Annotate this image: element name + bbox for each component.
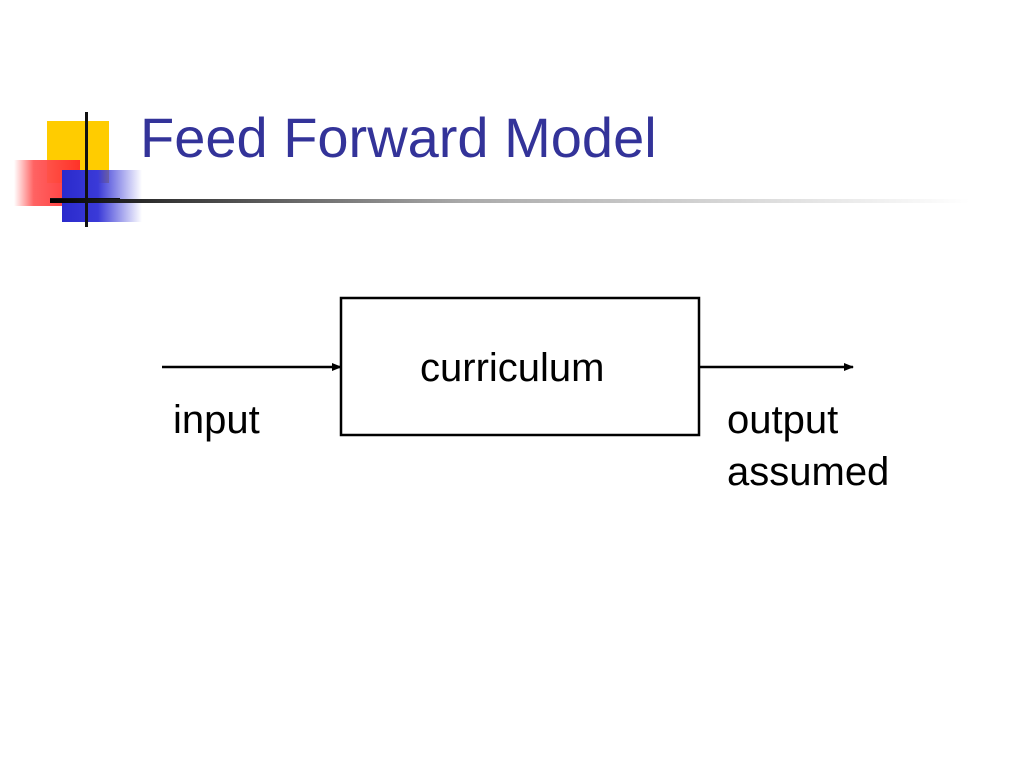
slide-title: Feed Forward Model [140, 106, 657, 169]
logo-vertical-line [85, 112, 88, 227]
assumed-label: assumed [727, 450, 890, 494]
title-underline [50, 199, 970, 203]
curriculum-box [339, 296, 701, 437]
curriculum-label: curriculum [420, 346, 605, 390]
logo-blue-block [62, 170, 142, 222]
input-label: input [173, 398, 260, 442]
output-label: output [727, 398, 839, 442]
